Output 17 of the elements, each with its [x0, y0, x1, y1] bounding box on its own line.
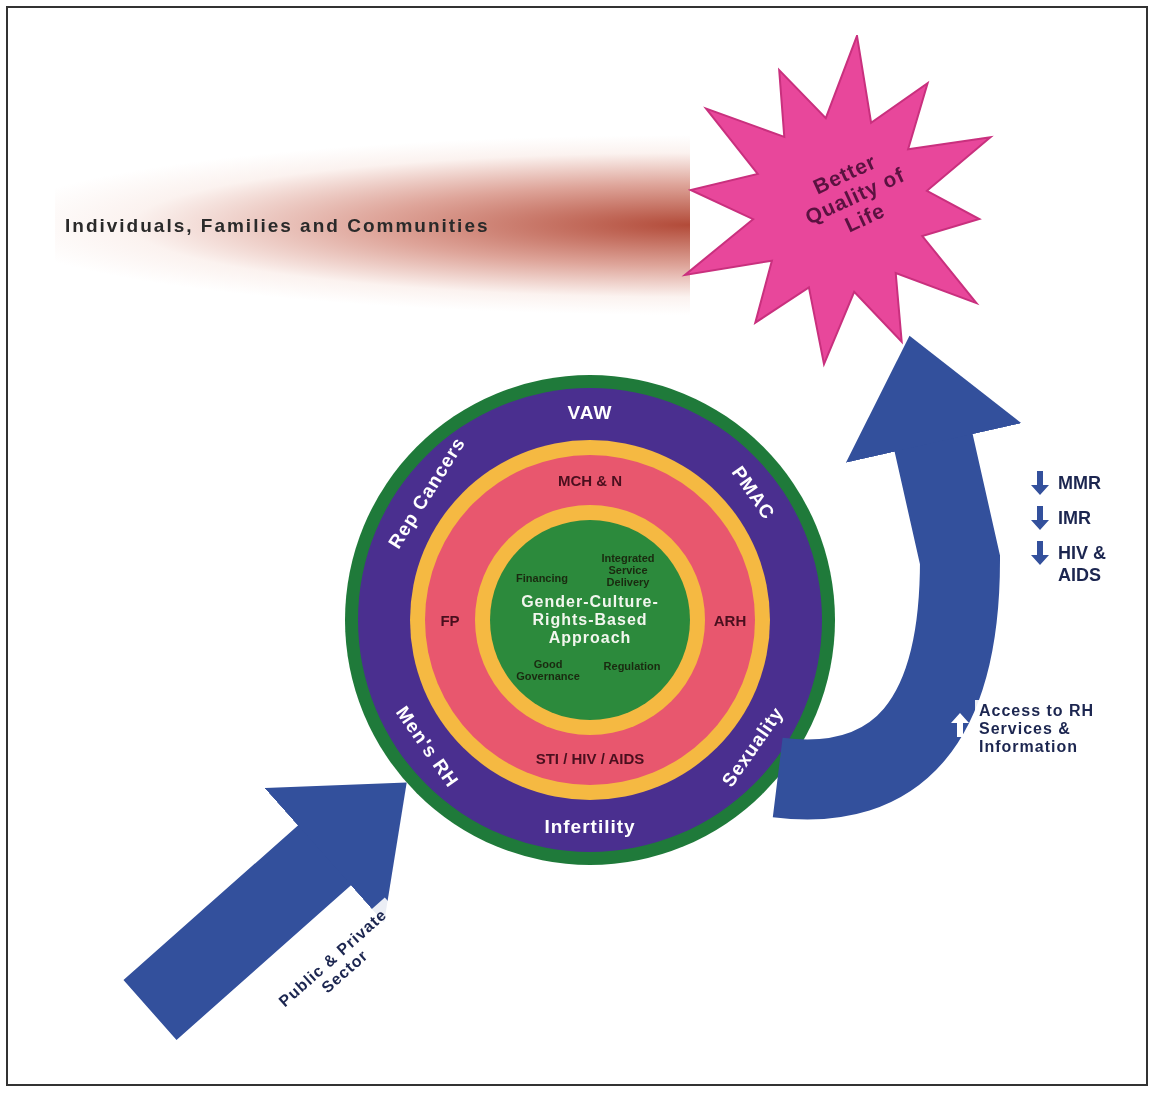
ring-label: ARH: [713, 611, 747, 629]
ring-label: FP: [440, 611, 460, 629]
center-label: Good Governance: [515, 658, 581, 682]
indicator-label: IMR: [1058, 507, 1092, 529]
indicator-label: HIV & AIDS: [1058, 542, 1107, 586]
center-label: Gender-Culture-Rights-Based Approach: [520, 593, 660, 647]
outer-ring: [345, 375, 835, 865]
ring-label: VAW: [567, 402, 613, 424]
center-circle: [490, 520, 690, 720]
ring-label: MCH & N: [557, 471, 623, 489]
center-label: Integrated Service Delivery: [600, 552, 656, 588]
center-label: Financing: [515, 572, 569, 584]
band-label: Individuals, Families and Communities: [65, 215, 490, 237]
center-label: Regulation: [602, 660, 662, 672]
indicator-label: MMR: [1058, 472, 1102, 494]
ring-label: Infertility: [544, 816, 636, 838]
ring-label: STI / HIV / AIDS: [535, 749, 645, 767]
